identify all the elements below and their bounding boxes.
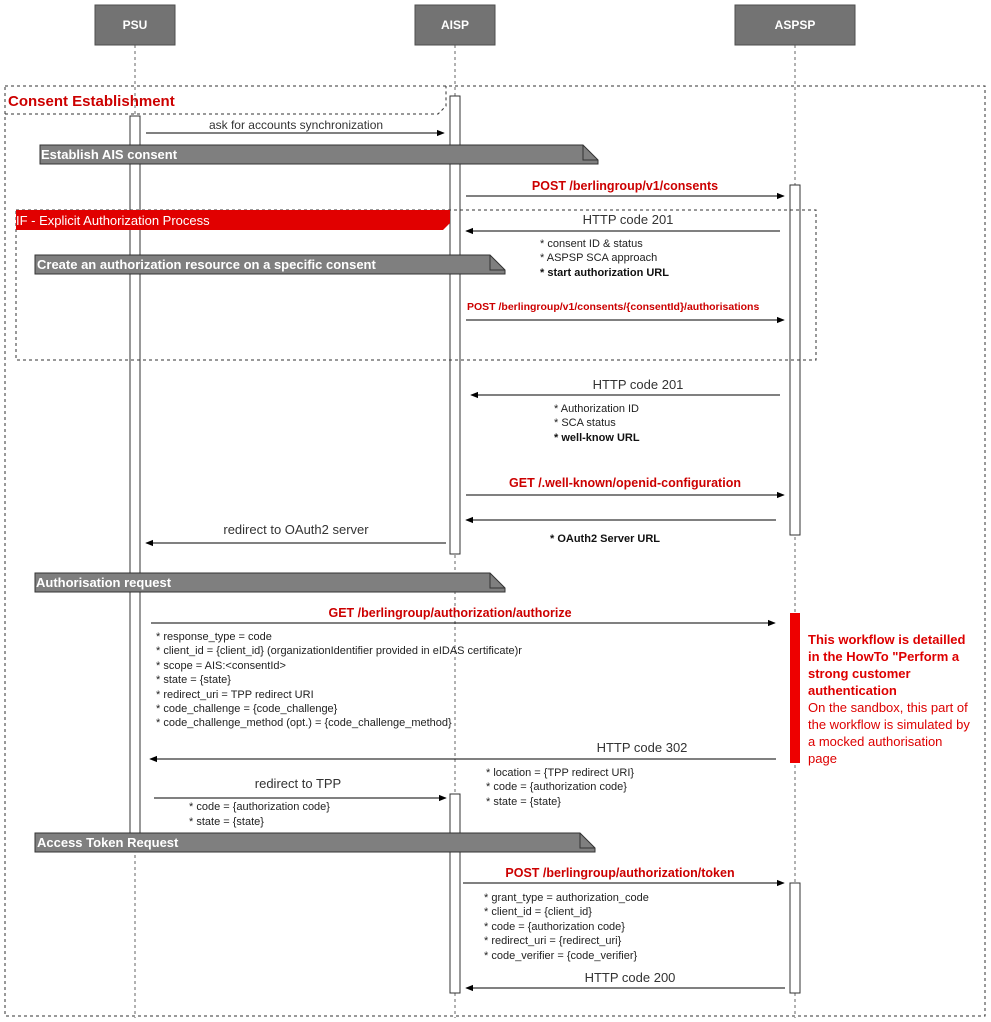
label-redirect-tpp: redirect to TPP <box>255 776 341 791</box>
side-note-bold-4: authentication <box>808 683 897 698</box>
alt-title: IF - Explicit Authorization Process <box>16 213 210 228</box>
side-note-normal-3: a mocked authorisation <box>808 734 942 749</box>
side-note-normal-2: the workflow is simulated by <box>808 717 970 732</box>
param-scope: * scope = AIS:<consentId> <box>156 660 286 672</box>
svg-text:Authorisation request: Authorisation request <box>36 575 172 590</box>
param-state: * state = {state} <box>156 674 231 686</box>
section-access-token-request: Access Token Request <box>34 832 596 853</box>
section-establish-consent: Establish AIS consent <box>39 144 599 165</box>
note-start-auth-url: * start authorization URL <box>540 267 669 279</box>
svg-text:Create an authorization resour: Create an authorization resource on a sp… <box>37 257 376 272</box>
note-sca-approach: * ASPSP SCA approach <box>540 252 657 264</box>
note-code: * code = {authorization code} <box>486 781 627 793</box>
label-http200: HTTP code 200 <box>585 970 676 985</box>
label-http302: HTTP code 302 <box>597 740 688 755</box>
section-create-authorization: Create an authorization resource on a sp… <box>34 254 506 275</box>
token-code-verifier: * code_verifier = {code_verifier} <box>484 950 637 962</box>
side-note-bold-1: This workflow is detailled <box>808 632 966 647</box>
tpp-param-code: * code = {authorization code} <box>189 801 330 813</box>
note-sca-status: * SCA status <box>554 417 616 429</box>
note-consent-id: * consent ID & status <box>540 238 643 250</box>
frame-title: Consent Establishment <box>8 93 175 110</box>
svg-text:ASPSP: ASPSP <box>775 18 816 32</box>
note-location: * location = {TPP redirect URI} <box>486 767 634 779</box>
label-post-authorisations: POST /berlingroup/v1/consents/{consentId… <box>467 301 759 313</box>
token-grant-type: * grant_type = authorization_code <box>484 892 649 904</box>
activation-aisp-1 <box>449 95 461 555</box>
param-code-challenge: * code_challenge = {code_challenge} <box>156 703 338 715</box>
alt-frame <box>15 209 817 361</box>
side-note-bold-2: in the HowTo "Perform a <box>808 649 960 664</box>
label-redirect-oauth: redirect to OAuth2 server <box>223 522 369 537</box>
label-post-token: POST /berlingroup/authorization/token <box>505 866 734 880</box>
section-authorisation-request: Authorisation request <box>34 572 506 593</box>
alt-title-tab <box>16 210 450 230</box>
note-state: * state = {state} <box>486 796 561 808</box>
frame-title-tab <box>5 86 447 115</box>
label-http201-a: HTTP code 201 <box>583 212 674 227</box>
svg-text:Access Token Request: Access Token Request <box>37 835 179 850</box>
consent-frame <box>4 85 986 1017</box>
note-well-know-url: * well-know URL <box>554 432 640 444</box>
side-note-bold-3: strong customer <box>808 666 911 681</box>
actor-aspsp: ASPSP <box>734 4 856 46</box>
activation-aspsp-2 <box>789 882 801 994</box>
label-ask-sync: ask for accounts synchronization <box>209 118 383 132</box>
param-code-challenge-method: * code_challenge_method (opt.) = {code_c… <box>156 717 452 729</box>
actor-aisp: AISP <box>414 4 496 46</box>
svg-text:AISP: AISP <box>441 18 469 32</box>
note-authorization-id: * Authorization ID <box>554 403 639 415</box>
token-redirect-uri: * redirect_uri = {redirect_uri} <box>484 935 622 947</box>
side-note-normal-4: page <box>808 751 837 766</box>
activation-aisp-2 <box>449 793 461 994</box>
label-post-consents: POST /berlingroup/v1/consents <box>532 179 718 193</box>
param-client-id: * client_id = {client_id} (organizationI… <box>156 645 522 657</box>
label-get-authorize: GET /berlingroup/authorization/authorize <box>328 606 571 620</box>
tpp-param-state: * state = {state} <box>189 816 264 828</box>
svg-text:PSU: PSU <box>123 18 148 32</box>
side-note-normal-1: On the sandbox, this part of <box>808 700 968 715</box>
label-http201-b: HTTP code 201 <box>593 377 684 392</box>
param-response-type: * response_type = code <box>156 631 272 643</box>
label-get-wellknown: GET /.well-known/openid-configuration <box>509 476 741 490</box>
token-client-id: * client_id = {client_id} <box>484 906 592 918</box>
svg-text:Establish AIS consent: Establish AIS consent <box>41 147 178 162</box>
token-code: * code = {authorization code} <box>484 921 625 933</box>
param-redirect-uri: * redirect_uri = TPP redirect URI <box>156 689 314 701</box>
side-note-bar <box>790 613 800 763</box>
actor-psu: PSU <box>94 4 176 46</box>
note-oauth-server-url: * OAuth2 Server URL <box>550 533 660 545</box>
